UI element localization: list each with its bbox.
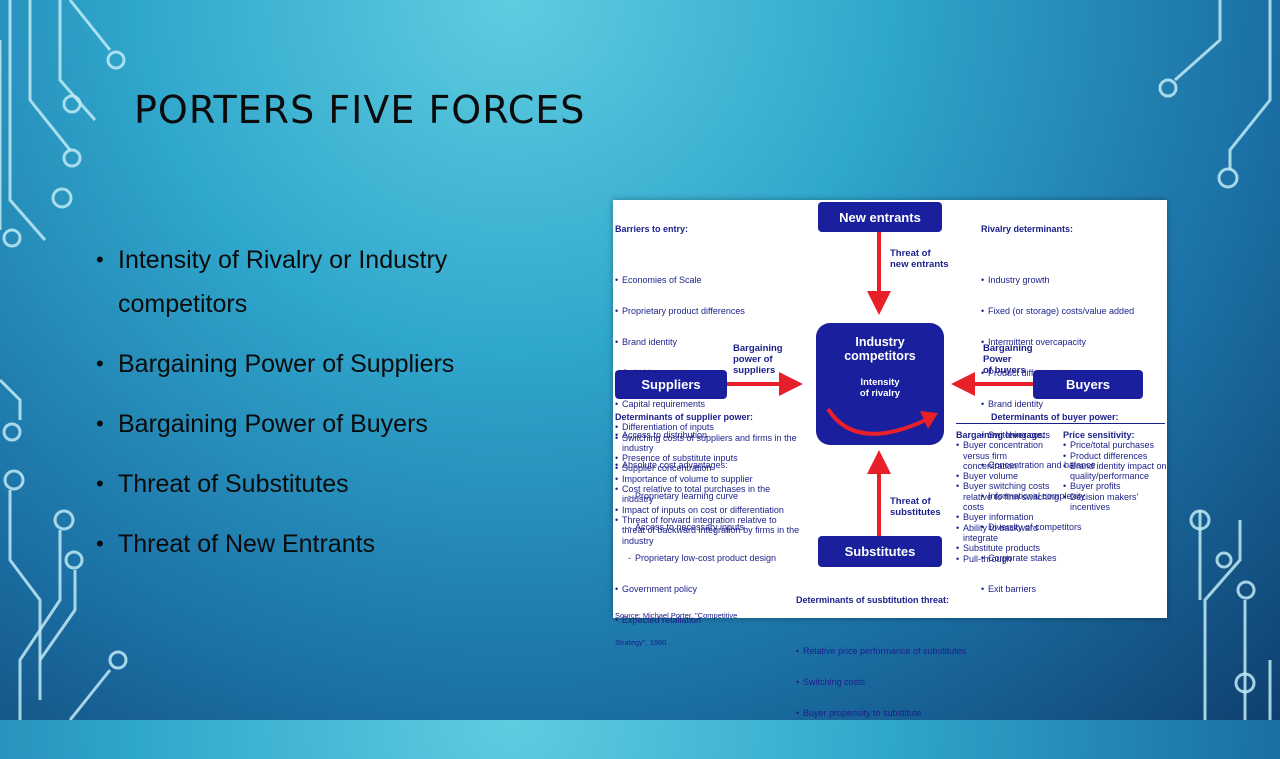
source-citation: Source: Michael Porter, "Competitive Str… bbox=[615, 611, 738, 647]
supplier-power-determinants: Determinants of supplier power: Differen… bbox=[615, 412, 801, 546]
bullet-item: Threat of Substitutes bbox=[96, 462, 566, 506]
substitution-threat-determinants: Determinants of susbtitution threat: Rel… bbox=[796, 574, 986, 759]
circuit-decoration-right bbox=[1158, 0, 1272, 720]
industry-label-2: competitors bbox=[844, 349, 916, 363]
force-arrows bbox=[701, 232, 1033, 536]
industry-label-1: Industry bbox=[855, 335, 905, 349]
threat-new-entrants-label: Threat of new entrants bbox=[890, 248, 949, 270]
bullet-list: Intensity of Rivalry or Industry competi… bbox=[96, 238, 566, 582]
slide-title: PORTERS FIVE FORCES bbox=[134, 88, 586, 132]
five-forces-diagram: New entrants Suppliers Buyers Substitute… bbox=[613, 200, 1167, 718]
intensity-label-1: Intensity bbox=[860, 377, 900, 388]
bullet-item: Bargaining Power of Suppliers bbox=[96, 342, 566, 386]
bullet-item: Intensity of Rivalry or Industry competi… bbox=[96, 238, 518, 326]
suppliers-label: Suppliers bbox=[641, 377, 701, 392]
circuit-decoration-left bbox=[0, 0, 128, 720]
price-sensitivity: Price sensitivity: Price/total purchases… bbox=[1063, 430, 1167, 512]
intensity-label-2: of rivalry bbox=[859, 388, 901, 399]
threat-substitutes-label: Threat of substitutes bbox=[890, 496, 941, 518]
suppliers-box: Suppliers bbox=[615, 370, 727, 399]
bullet-item: Threat of New Entrants bbox=[96, 522, 566, 566]
rivalry-curve-arrow bbox=[826, 407, 938, 436]
buyer-power-heading: Determinants of buyer power: bbox=[991, 412, 1119, 422]
buyer-power-divider bbox=[956, 423, 1165, 424]
new-entrants-box: New entrants bbox=[818, 202, 942, 232]
substitutes-box: Substitutes bbox=[818, 536, 942, 567]
bullet-item: Bargaining Power of Buyers bbox=[96, 402, 566, 446]
industry-competitors-box: Industry competitors Intensity of rivalr… bbox=[816, 323, 944, 445]
bargaining-leverage: Bargaining leverage: Buyer concentration… bbox=[956, 430, 1060, 564]
